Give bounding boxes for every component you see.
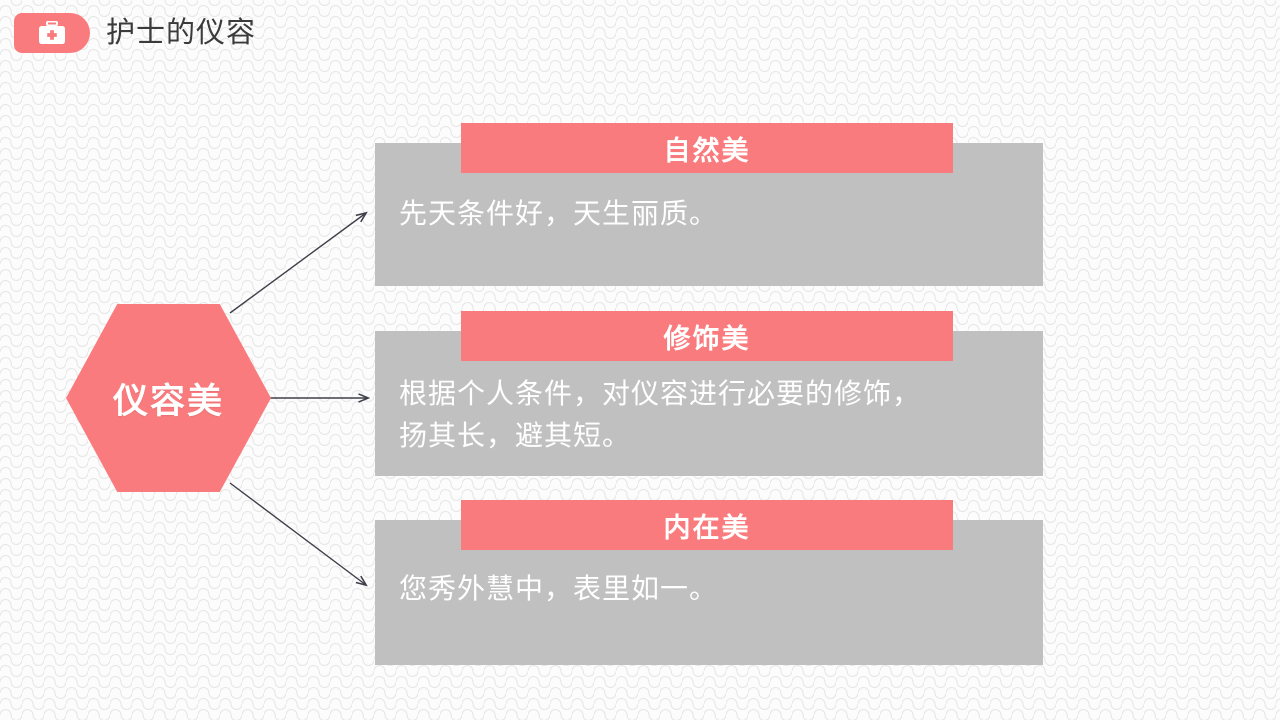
card-heading: 内在美 [461,500,953,550]
card-body-text: 根据个人条件，对仪容进行必要的修饰， 扬其长，避其短。 [399,378,922,451]
medical-bag-icon [39,21,65,44]
page-title: 护士的仪容 [106,17,257,49]
card-heading: 修饰美 [461,311,953,361]
card-body-text: 您秀外慧中，表里如一。 [399,573,719,604]
card-heading: 自然美 [461,123,953,173]
card-body-text: 先天条件好，天生丽质。 [399,198,719,229]
hexagon-shape [66,304,271,492]
diagram-card[interactable]: 先天条件好，天生丽质。 自然美 [375,123,1045,288]
diagram-card[interactable]: 根据个人条件，对仪容进行必要的修饰， 扬其长，避其短。 修饰美 [375,311,1045,478]
diagram-card[interactable]: 您秀外慧中，表里如一。 内在美 [375,500,1045,667]
center-node-hexagon[interactable]: 仪容美 [66,304,271,492]
hexagon-label: 仪容美 [112,381,224,421]
header-badge [14,13,90,53]
